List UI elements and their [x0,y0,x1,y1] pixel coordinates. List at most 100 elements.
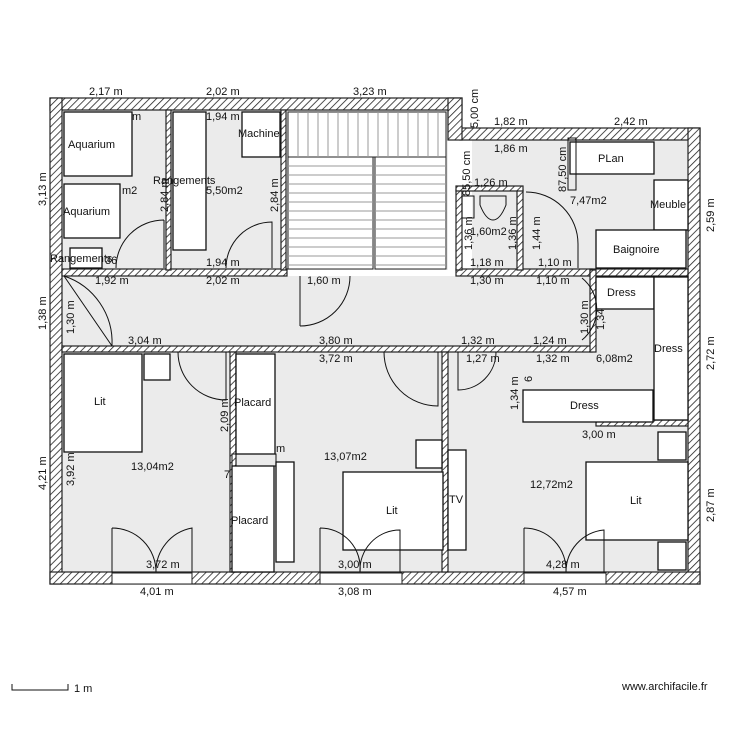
dim-300b: 3,00 m [338,559,372,571]
dim-right-b: 2,72 m [705,336,717,370]
dim-300a: 3,00 m [582,429,616,441]
label-aquarium-1: Aquarium [68,139,115,151]
label-placard-1: Placard [234,397,271,409]
dim-136a: 1,36 m [463,216,475,250]
furniture [63,111,689,573]
dim-428: 4,28 m [546,559,580,571]
dim-132a: 1,32 m [461,335,495,347]
dim-209: 2,09 m [219,398,231,432]
dim-bottom-3: 4,57 m [553,586,587,598]
label-dress-3: Dress [570,400,599,412]
plan-desk [569,141,655,175]
dim-bottom-1: 4,01 m [140,586,174,598]
dim-194b: 1,94 m [206,257,240,269]
label-area-160: 1,60m2 [470,226,507,238]
label-area-1272: 12,72m2 [530,479,573,491]
dress-3 [522,389,654,423]
dim-160: 1,60 m [307,275,341,287]
dim-132b: 1,32 m [536,353,570,365]
label-dress-1: Dress [607,287,636,299]
vertical-dimension-labels: 3,13 m 1,38 m 4,21 m 2,59 m 2,72 m 2,87 … [37,89,717,522]
label-rangements-a: Rangements [153,175,216,187]
room-labels: Aquarium Aquarium Rangements Rangements … [50,128,686,527]
doors [63,191,607,585]
aquarium-1 [63,111,133,177]
dim-134v: 1,34 [595,309,607,330]
placard-strip [275,461,295,563]
dim-304: 3,04 m [128,335,162,347]
nightstand-4 [657,541,687,571]
dim-194a: 1,94 m [206,111,240,123]
dim-8550: 85,50 cm [461,151,473,196]
lit-1 [63,353,143,453]
dim-8750: 87,50 cm [557,147,569,192]
lit-2 [342,471,444,551]
dimension-labels: 2,17 m 2,02 m 3,23 m 1,82 m 2,42 m 4,01 … [89,86,648,598]
dim-136b: 1,36 m [507,216,519,250]
label-area-1307: 13,07m2 [324,451,367,463]
dim-top-4: 1,82 m [494,116,528,128]
dim-top-5: 2,42 m [614,116,648,128]
dim-144: 1,44 m [531,216,543,250]
nightstand-3 [657,431,687,461]
label-plan: PLan [598,153,624,165]
label-placard-2: Placard [231,515,268,527]
dim-372a: 3,72 m [319,353,353,365]
staircase [287,111,447,270]
dim-top-2: 2,02 m [206,86,240,98]
dim-top-cm: 5,00 cm [469,89,481,128]
site-watermark: www.archifacile.fr [621,681,708,693]
dim-130a: 1,30 m [470,275,504,287]
dim-284a: 2,84 m [159,178,171,212]
dim-186: 1,86 m [494,143,528,155]
lit-3 [585,461,689,541]
label-area-550: 5,50m2 [206,185,243,197]
nightstand-2 [415,439,443,469]
scale-label: 1 m [74,683,92,695]
dim-m-a: m [132,111,141,123]
dress-1 [595,276,655,310]
dim-top-3: 3,23 m [353,86,387,98]
dim-134: 1,34 m [509,376,521,410]
dim-36: 36 [105,255,117,267]
dim-192: 1,92 m [95,275,129,287]
label-area-1304: 13,04m2 [131,461,174,473]
label-dress-2: Dress [654,343,683,355]
label-m2-a: m2 [122,185,137,197]
dim-202b: 2,02 m [206,275,240,287]
dim-bottom-2: 3,08 m [338,586,372,598]
label-lit-2: Lit [386,505,398,517]
label-tv: TV [449,494,464,506]
dress-2 [653,276,689,421]
dim-7: 7 [224,469,230,481]
dim-left-c: 4,21 m [37,456,49,490]
placard-2 [231,465,275,573]
tv-stand [447,449,467,551]
dim-top-1: 2,17 m [89,86,123,98]
dim-124: 1,24 m [533,335,567,347]
placard-1 [235,353,276,455]
dim-110a: 1,10 m [538,257,572,269]
dim-380: 3,80 m [319,335,353,347]
dim-right-c: 2,87 m [705,488,717,522]
dim-130c: 1,30 m [579,300,591,334]
dim-392: 3,92 m [65,452,77,486]
dim-110b: 1,10 m [536,275,570,287]
label-lit-1: Lit [94,396,106,408]
dim-m-b: m [276,443,285,455]
dim-left-b: 1,38 m [37,296,49,330]
nightstand-1 [143,353,171,381]
dim-372b: 3,72 m [146,559,180,571]
label-area-608: 6,08m2 [596,353,633,365]
dim-left-a: 3,13 m [37,172,49,206]
label-machine: Machine [238,128,280,140]
rangements-shelf [172,111,207,251]
label-area-747: 7,47m2 [570,195,607,207]
label-meuble: Meuble [650,199,686,211]
label-aquarium-2: Aquarium [63,206,110,218]
label-baignoire: Baignoire [613,244,659,256]
machine [241,111,281,158]
dim-130b: 1,30 m [65,300,77,334]
dim-126: 1,26 m [474,177,508,189]
